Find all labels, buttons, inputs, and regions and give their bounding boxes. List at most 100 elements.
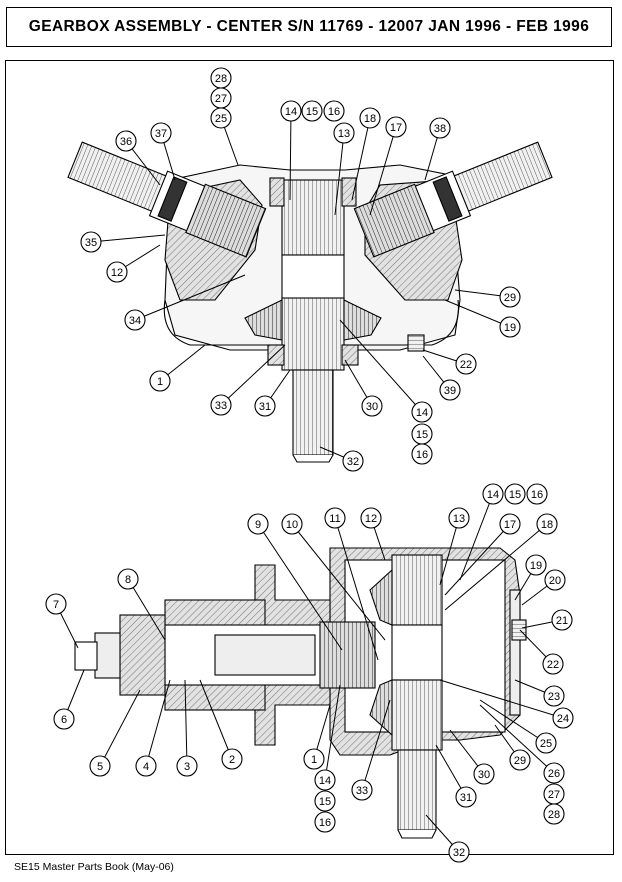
bottom-callout-circle-14 [551,609,573,631]
top-callout-circle-7 [359,107,381,129]
bottom-callout-circle-2 [526,483,548,505]
top-callout-label-7: 18 [364,113,376,125]
top-leader-23 [339,319,423,413]
top-output-shaft [292,369,334,456]
top-callout-circle-25 [411,443,433,465]
top-leader-3 [289,110,292,201]
bottom-leader-24 [145,679,171,767]
top-view-drawing [67,141,553,463]
page-title: GEARBOX ASSEMBLY - CENTER S/N 11769 - 12… [28,18,590,35]
top-callout-label-17: 1 [157,376,163,388]
top-leader-6 [334,132,345,216]
top-callout-label-22: 30 [366,401,378,413]
bottom-vertical-shaft-mid [391,624,443,681]
top-callout-circle-11 [150,122,172,144]
top-bearing-upper-left [269,177,285,207]
bottom-callout-label-17: 24 [557,713,569,725]
bottom-callout-circle-13 [544,569,566,591]
top-callout-circle-14 [124,309,146,331]
bottom-callout-label-28: 14 [319,775,331,787]
top-callout-circle-19 [439,379,461,401]
top-callout-circle-6 [333,122,355,144]
bottom-callout-label-19: 26 [548,768,560,780]
top-callout-label-24: 15 [416,429,428,441]
top-callout-circle-10 [115,130,137,152]
top-callout-circle-26 [342,450,364,472]
bottom-callout-label-0: 14 [487,489,499,501]
bottom-callout-circle-34 [455,786,477,808]
top-callout-label-10: 36 [120,136,132,148]
bottom-callout-circle-33 [473,763,495,785]
bottom-callout-circle-17 [552,707,574,729]
bottom-leader-28 [324,684,341,781]
bottom-callout-label-11: 7 [53,599,59,611]
top-callout-circle-17 [149,370,171,392]
top-center-shaft-lower [281,297,345,371]
top-bevel-gear-right [343,299,382,341]
bottom-side-cover [509,589,521,716]
bottom-leader-9 [444,523,548,611]
top-callout-label-12: 35 [85,237,97,249]
bottom-callout-label-15: 22 [547,659,559,671]
top-callout-circle-21 [254,395,276,417]
bottom-callout-label-3: 9 [255,519,261,531]
bottom-callout-circle-21 [543,803,565,825]
top-callout-label-2: 25 [215,113,227,125]
bottom-callout-label-7: 13 [453,513,465,525]
top-callout-circle-9 [429,117,451,139]
top-callout-circle-16 [499,316,521,338]
top-callout-label-9: 38 [434,123,446,135]
bottom-callout-circle-10 [117,568,139,590]
bottom-callout-label-23: 5 [97,761,103,773]
bottom-callout-label-1: 15 [509,489,521,501]
bottom-callout-label-31: 33 [356,785,368,797]
bottom-pinion-gear [319,621,376,689]
bottom-callout-circle-31 [351,779,373,801]
top-callout-label-25: 16 [416,449,428,461]
bottom-callout-circle-7 [448,507,470,529]
bottom-callout-circle-16 [543,685,565,707]
bottom-bolt [74,641,98,671]
top-callout-circle-18 [455,353,477,375]
bottom-callout-circle-29 [314,790,336,812]
top-bevel-gear [244,299,283,341]
bottom-callout-circle-30 [314,811,336,833]
top-callout-label-15: 29 [504,292,516,304]
bottom-bevel-gear-lower [369,679,393,737]
bottom-callout-label-30: 16 [319,817,331,829]
bottom-callout-label-26: 2 [229,754,235,766]
top-center-shaft-mid [281,254,345,301]
bottom-callout-label-18: 25 [540,738,552,750]
top-callout-label-23: 14 [416,407,428,419]
top-callout-circle-5 [323,100,345,122]
top-callout-circle-23 [411,401,433,423]
top-callout-label-26: 32 [347,456,359,468]
bottom-callout-label-32: 29 [514,755,526,767]
bottom-nut [94,632,121,679]
bottom-callout-label-14: 21 [556,615,568,627]
bottom-callout-circle-4 [281,513,303,535]
bottom-callout-label-16: 23 [548,691,560,703]
bottom-callout-label-21: 28 [548,809,560,821]
bottom-callout-circle-18 [535,732,557,754]
top-callout-label-16: 19 [504,322,516,334]
bottom-callout-circle-11 [45,593,67,615]
top-center-shaft-upper [281,179,345,256]
bottom-leader-25 [184,679,188,767]
title-box: GEARBOX ASSEMBLY - CENTER S/N 11769 - 12… [6,7,612,47]
top-callout-label-4: 15 [306,106,318,118]
bottom-callout-circle-35 [448,841,470,863]
bottom-leader-4 [291,523,386,641]
top-bearing-lower-right [341,344,359,366]
top-callout-circle-13 [106,261,128,283]
bottom-leader-10 [127,578,166,641]
bottom-callout-circle-9 [536,513,558,535]
bottom-callout-circle-27 [303,748,325,770]
bottom-callout-circle-19 [543,762,565,784]
bottom-leader-8 [444,523,511,596]
bottom-callout-circle-6 [360,507,382,529]
bottom-callout-label-27: 1 [311,754,317,766]
top-right-input-shaft [353,141,553,258]
